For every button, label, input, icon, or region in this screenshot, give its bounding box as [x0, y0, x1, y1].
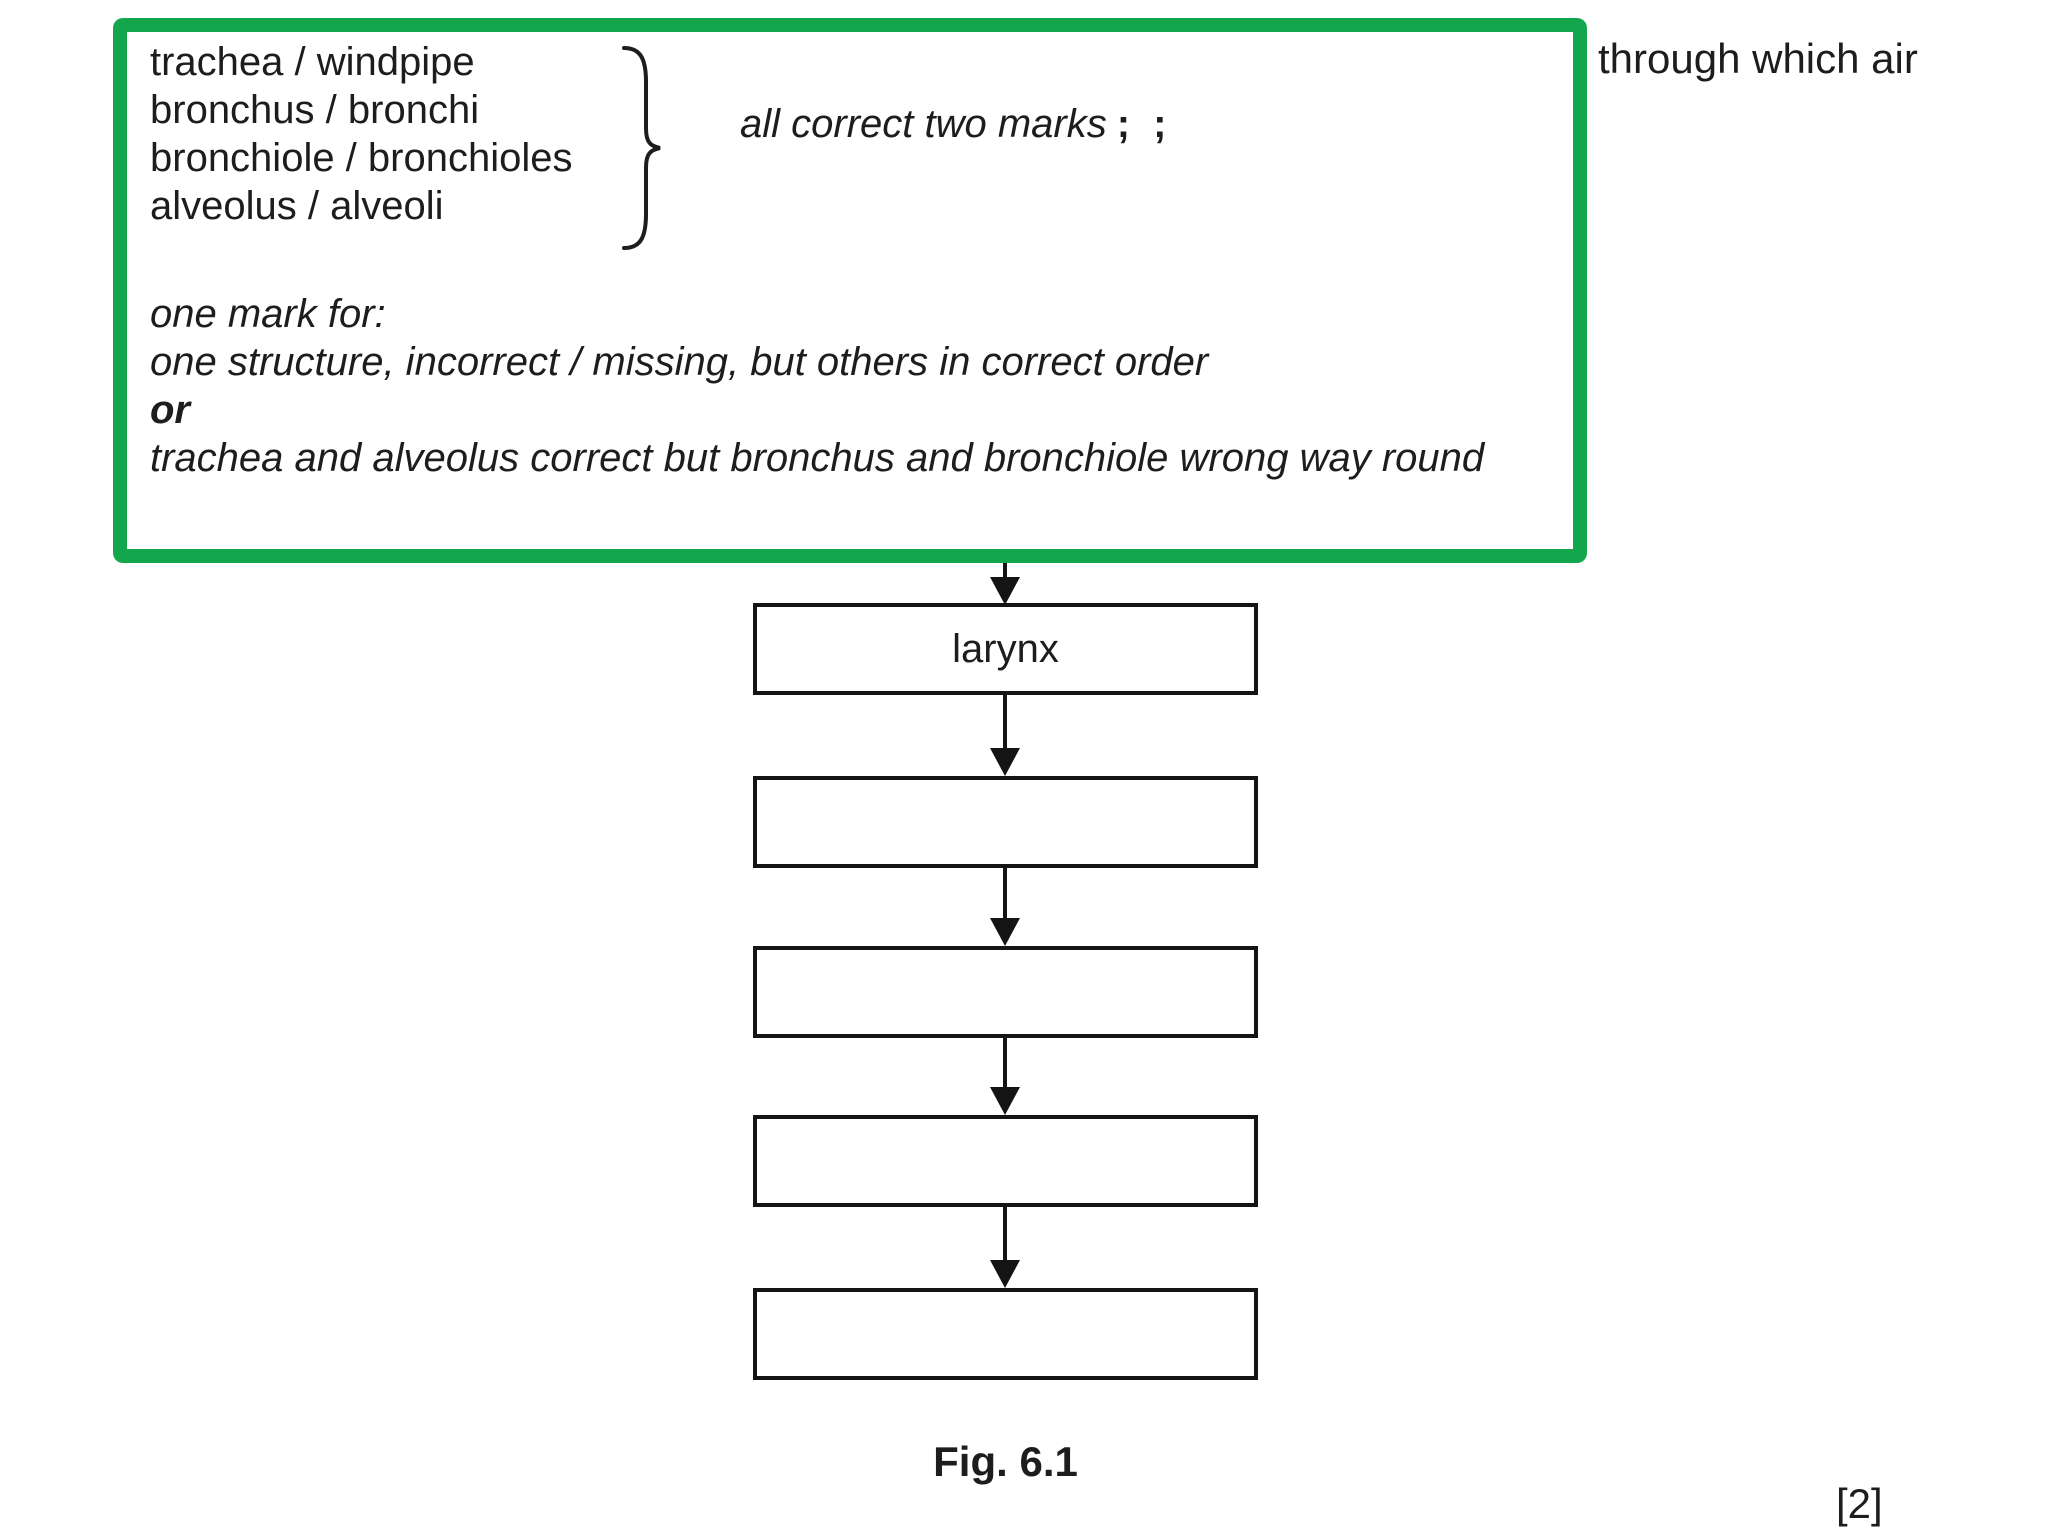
- question-marks-badge: [2]: [1836, 1480, 1883, 1527]
- arrow-down-icon: [990, 695, 1020, 776]
- arrow-down-icon: [990, 868, 1020, 946]
- brace-note-text: all correct two marks: [740, 102, 1107, 146]
- structure-item-bronchiole: bronchiole / bronchioles: [150, 136, 573, 180]
- mark-ticks: ; ;: [1116, 102, 1173, 146]
- arrow-shaft: [1003, 563, 1007, 579]
- arrow-head: [990, 918, 1020, 946]
- arrow-head: [990, 1260, 1020, 1288]
- flow-box-empty-3: [753, 1115, 1258, 1207]
- arrow-shaft: [1003, 695, 1007, 750]
- note-one-mark-for: one mark for:: [150, 292, 386, 336]
- flow-box-empty-4: [753, 1288, 1258, 1380]
- flow-box-larynx: larynx: [753, 603, 1258, 695]
- brace-marking-note: all correct two marks; ;: [740, 100, 1173, 148]
- arrow-shaft: [1003, 868, 1007, 920]
- figure-caption: Fig. 6.1: [933, 1438, 1078, 1485]
- note-or: or: [150, 388, 190, 432]
- structure-answer-list: trachea / windpipe bronchus / bronchi br…: [150, 38, 572, 230]
- flow-box-empty-1: [753, 776, 1258, 868]
- arrow-down-icon: [990, 1207, 1020, 1288]
- marking-notes: one mark for: one structure, incorrect /…: [150, 290, 1484, 482]
- structure-item-alveolus: alveolus / alveoli: [150, 184, 444, 228]
- curly-brace-icon: [622, 46, 661, 250]
- arrow-shaft: [1003, 1207, 1007, 1262]
- arrow-head: [990, 1087, 1020, 1115]
- arrow-down-icon: [990, 1038, 1020, 1115]
- arrow-shaft: [1003, 1038, 1007, 1089]
- flow-box-empty-2: [753, 946, 1258, 1038]
- arrow-head: [990, 577, 1020, 605]
- examiner-annotation-box: [113, 18, 1587, 563]
- arrow-head: [990, 748, 1020, 776]
- note-wrong-way-round: trachea and alveolus correct but bronchu…: [150, 436, 1485, 480]
- page-text-fragment: through which air: [1598, 35, 1918, 82]
- structure-item-bronchus: bronchus / bronchi: [150, 88, 480, 132]
- note-one-structure: one structure, incorrect / missing, but …: [150, 340, 1209, 384]
- structure-item-trachea: trachea / windpipe: [150, 40, 475, 84]
- arrow-down-icon: [990, 563, 1020, 605]
